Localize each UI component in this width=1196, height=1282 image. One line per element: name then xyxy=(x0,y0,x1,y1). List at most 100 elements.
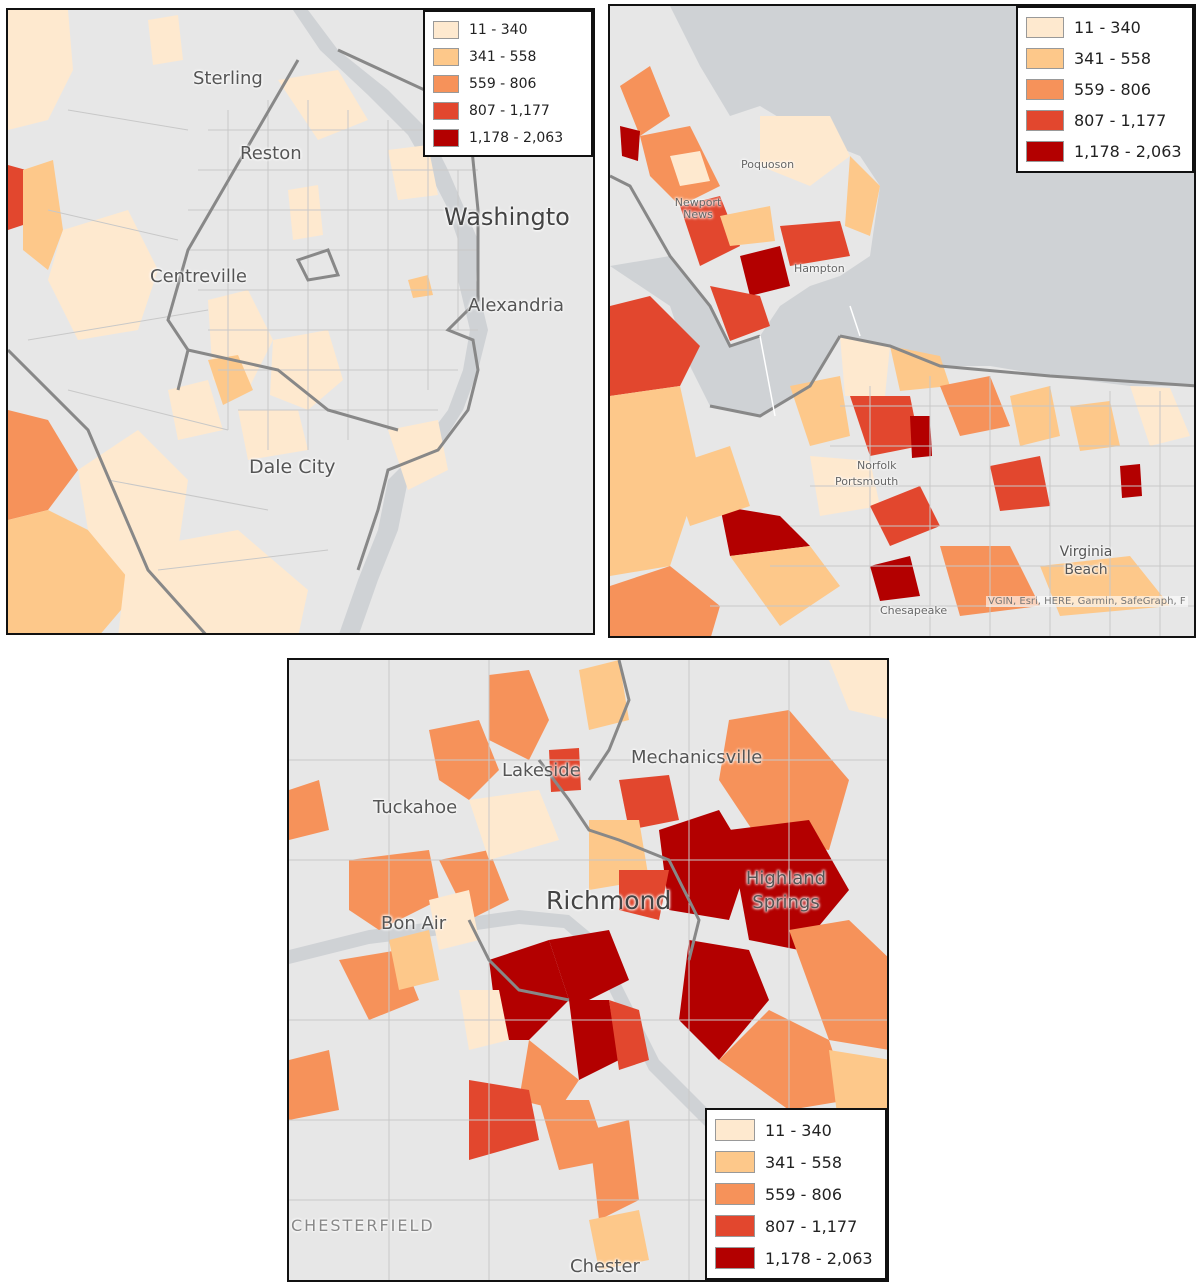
legend-row: 1,178 - 2,063 xyxy=(433,124,583,151)
place-label-reston: Reston xyxy=(240,143,302,164)
tract xyxy=(760,116,850,186)
tract xyxy=(619,775,679,830)
tract xyxy=(8,165,26,230)
legend-swatch xyxy=(433,128,459,147)
tract xyxy=(439,850,509,920)
legend-swatch xyxy=(433,101,459,120)
tract xyxy=(619,870,669,920)
legend-label: 559 - 806 xyxy=(469,75,537,92)
city-boundaries xyxy=(610,174,1194,418)
place-label-washington: Washingto xyxy=(444,203,570,231)
james-river xyxy=(289,910,789,1280)
map-panel-richmond[interactable]: Lakeside Mechanicsville Tuckahoe Richmon… xyxy=(287,658,889,1282)
tract xyxy=(780,221,850,266)
legend-label: 11 - 340 xyxy=(469,21,528,38)
tract xyxy=(720,206,775,246)
tract xyxy=(388,420,448,490)
legend-row: 341 - 558 xyxy=(715,1146,877,1178)
potomac-river xyxy=(293,10,488,633)
tract xyxy=(1120,464,1142,498)
legend-label: 11 - 340 xyxy=(1074,18,1141,37)
tract xyxy=(208,355,253,405)
tract xyxy=(8,410,78,520)
place-label-tuckahoe: Tuckahoe xyxy=(373,797,458,818)
legend-row: 1,178 - 2,063 xyxy=(1026,136,1184,167)
legend-row: 559 - 806 xyxy=(1026,74,1184,105)
legend-label: 341 - 558 xyxy=(469,48,537,65)
legend-richmond: 11 - 340 341 - 558 559 - 806 807 - 1,177… xyxy=(705,1108,887,1280)
place-label-chesapeake: Chesapeake xyxy=(880,604,948,617)
tract xyxy=(408,275,433,298)
place-label-poquoson: Poquoson xyxy=(741,158,795,171)
tract xyxy=(659,810,749,920)
map-attribution: VGIN, Esri, HERE, Garmin, SafeGraph, F xyxy=(986,596,1188,607)
place-label-virginia-beach: Virginia Beach xyxy=(1059,544,1113,578)
legend-row: 341 - 558 xyxy=(433,43,583,70)
legend-label: 807 - 1,177 xyxy=(765,1216,858,1236)
tract xyxy=(579,660,629,730)
tract xyxy=(469,790,559,860)
tract xyxy=(890,346,950,391)
legend-swatch xyxy=(1026,48,1064,69)
place-label-portsmouth: Portsmouth xyxy=(835,475,899,488)
legend-row: 559 - 806 xyxy=(715,1178,877,1210)
legend-label: 807 - 1,177 xyxy=(469,102,550,119)
tract-boundaries xyxy=(27,100,478,571)
legend-label: 559 - 806 xyxy=(1074,80,1152,99)
tract xyxy=(845,156,880,236)
legend-swatch xyxy=(715,1119,755,1141)
tract xyxy=(719,710,849,850)
legend-row: 807 - 1,177 xyxy=(433,97,583,124)
tract xyxy=(719,1010,849,1110)
map-canvas-richmond[interactable] xyxy=(289,660,889,1282)
tract xyxy=(23,160,63,270)
place-label-richmond: Richmond xyxy=(546,886,672,915)
legend-label: 341 - 558 xyxy=(1074,49,1152,68)
tract xyxy=(790,376,850,446)
place-label-chesterfield: CHESTERFIELD xyxy=(291,1216,435,1235)
tract xyxy=(238,410,308,460)
legend-label: 341 - 558 xyxy=(765,1152,843,1172)
legend-swatch xyxy=(715,1247,755,1269)
tract xyxy=(609,1000,649,1070)
place-label-norfolk: Norfolk xyxy=(857,459,897,472)
tract xyxy=(620,126,640,161)
tract xyxy=(519,1040,579,1110)
tract xyxy=(148,15,183,65)
tract xyxy=(610,386,700,576)
county-boundaries xyxy=(467,660,701,1002)
tract xyxy=(720,506,810,556)
tract xyxy=(8,510,138,633)
tract xyxy=(389,930,439,990)
map-panel-northern-virginia[interactable]: Sterling Reston Washingto Centreville Al… xyxy=(6,8,595,635)
place-label-alexandria: Alexandria xyxy=(468,295,565,316)
tract xyxy=(680,196,740,266)
tract xyxy=(1010,386,1060,446)
legend-swatch xyxy=(433,74,459,93)
tract xyxy=(610,566,720,636)
tract xyxy=(289,1050,339,1120)
legend-label: 1,178 - 2,063 xyxy=(1074,142,1182,161)
tract xyxy=(870,486,940,546)
tract xyxy=(789,920,887,1050)
place-label-lakeside: Lakeside xyxy=(502,760,581,781)
tract xyxy=(349,850,439,930)
tract xyxy=(910,416,932,458)
legend-row: 11 - 340 xyxy=(715,1114,877,1146)
legend-hampton-roads: 11 - 340 341 - 558 559 - 806 807 - 1,177… xyxy=(1016,6,1194,173)
tract xyxy=(289,780,329,840)
place-label-bon-air: Bon Air xyxy=(381,913,447,934)
legend-label: 559 - 806 xyxy=(765,1184,843,1204)
place-label-dale-city: Dale City xyxy=(249,456,336,478)
tract xyxy=(740,246,790,296)
tract xyxy=(670,151,710,186)
legend-swatch xyxy=(433,20,459,39)
tract xyxy=(610,296,700,396)
tract xyxy=(489,940,569,1040)
tract xyxy=(670,446,750,526)
place-label-sterling: Sterling xyxy=(193,68,263,89)
map-panel-hampton-roads[interactable]: Poquoson Newport News Hampton Norfolk Po… xyxy=(608,4,1196,638)
place-label-highland-springs: Highland Springs xyxy=(745,868,827,913)
legend-label: 1,178 - 2,063 xyxy=(469,129,564,146)
tract xyxy=(48,210,158,340)
